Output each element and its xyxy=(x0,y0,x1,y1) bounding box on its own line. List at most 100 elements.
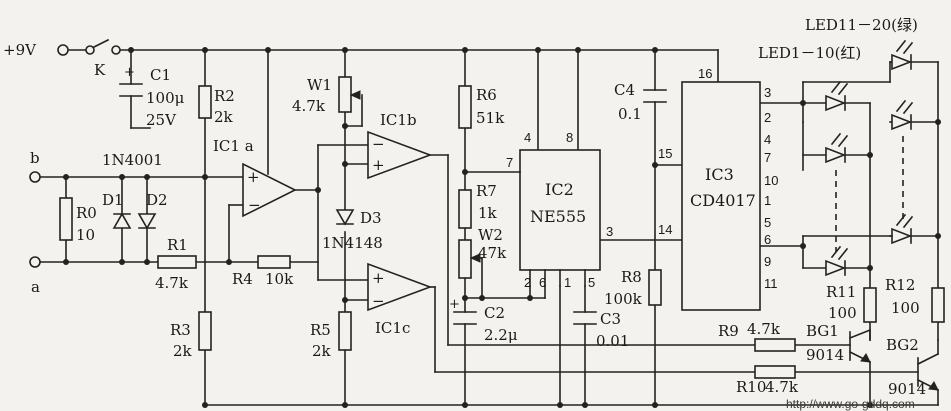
resistor-r3 xyxy=(198,311,212,351)
r9-value: 4.7k xyxy=(747,320,781,338)
r6-label: R6 xyxy=(476,86,497,104)
input-a-label: a xyxy=(31,278,40,296)
r10-value: 4.7k xyxy=(765,378,799,396)
resistor-r8 xyxy=(648,269,662,306)
c1-value: 100μ xyxy=(146,89,185,107)
led-red-10 xyxy=(825,245,849,277)
resistor-w2 xyxy=(458,239,472,279)
r11-label: R11 xyxy=(826,283,856,301)
d2-label: D2 xyxy=(146,191,168,209)
ic3-out-pin: 9 xyxy=(764,254,771,269)
r3-label: R3 xyxy=(170,321,191,339)
ic1c-plus: + xyxy=(372,269,385,287)
resistor-r4 xyxy=(257,255,291,269)
r4-value: 10k xyxy=(265,270,294,288)
r3-value: 2k xyxy=(173,342,193,360)
ic2-type: NE555 xyxy=(530,207,586,226)
input-b-label: b xyxy=(30,149,40,167)
bg2-type: 9014 xyxy=(888,380,926,398)
c2-label: C2 xyxy=(484,304,505,322)
resistor-r1 xyxy=(157,255,197,269)
diode-d1 xyxy=(112,212,132,229)
ic1b-plus: + xyxy=(372,156,385,174)
r1-label: R1 xyxy=(167,236,188,254)
ic1c-minus: − xyxy=(372,292,385,310)
r0-label: R0 xyxy=(76,204,97,222)
ic2-label: IC2 xyxy=(545,180,574,199)
resistor-r10 xyxy=(754,365,796,379)
ic3-label: IC3 xyxy=(705,165,734,184)
c2-value: 2.2μ xyxy=(484,326,518,344)
ic3-out-pin: 1 xyxy=(764,193,771,208)
d3-type-label: 1N4148 xyxy=(322,234,383,252)
r12-label: R12 xyxy=(885,276,915,294)
led-red-1 xyxy=(825,80,849,112)
r12-value: 100 xyxy=(891,299,920,317)
led-green-12 xyxy=(891,99,914,131)
ic2-pin-5: 5 xyxy=(588,275,595,290)
r8-label: R8 xyxy=(621,268,642,286)
resistor-bodies xyxy=(59,76,945,379)
ic1a-plus: + xyxy=(247,168,260,186)
resistor-r9 xyxy=(754,338,796,352)
bg1-emitter-arrow xyxy=(860,353,871,363)
r7-label: R7 xyxy=(476,182,497,200)
resistor-w1 xyxy=(338,76,352,113)
bg1-type: 9014 xyxy=(806,346,844,364)
ic1a-minus: − xyxy=(248,196,261,214)
led-red-2 xyxy=(825,132,849,164)
opamp-ic1a xyxy=(242,162,297,218)
resistor-r11 xyxy=(863,287,877,323)
ic2-pin-2: 2 xyxy=(524,275,531,290)
resistor-r0 xyxy=(59,197,73,241)
switch-label: K xyxy=(94,61,106,79)
d1-label: D1 xyxy=(102,191,124,209)
resistor-r5 xyxy=(338,311,352,351)
diode-d2 xyxy=(137,213,157,230)
r9-label: R9 xyxy=(718,322,739,340)
input-terminal-b xyxy=(29,171,41,183)
input-terminal-a xyxy=(29,256,41,268)
led-green-label: LED11－20(绿) xyxy=(805,16,918,34)
d1-type-label: 1N4001 xyxy=(102,151,163,169)
led-green-11 xyxy=(891,39,914,71)
opamp-ic1c xyxy=(367,262,433,312)
led-red-label: LED1－10(红) xyxy=(758,44,861,62)
watermark-url: http://www.go-gddq.com xyxy=(786,397,915,411)
r1-value: 4.7k xyxy=(155,274,189,292)
w2-label: W2 xyxy=(478,226,503,244)
r6-value: 51k xyxy=(476,109,505,127)
switch-contact-left xyxy=(85,45,95,55)
c3-label: C3 xyxy=(600,310,621,328)
c1-plus-mark: + xyxy=(124,65,135,80)
c1-label: C1 xyxy=(150,66,171,84)
ic3-out-pin: 11 xyxy=(764,276,778,291)
ic3-cd4017-body xyxy=(681,81,761,311)
c1-voltage: 25V xyxy=(146,111,177,129)
c4-value: 0.1 xyxy=(618,105,642,123)
r11-value: 100 xyxy=(828,304,857,322)
bg2-label: BG2 xyxy=(886,336,919,354)
ic3-pin-14: 14 xyxy=(658,222,672,237)
ic3-type: CD4017 xyxy=(690,191,756,210)
ic3-out-pin: 3 xyxy=(764,85,771,100)
ic3-pin-16: 16 xyxy=(698,66,712,81)
ic3-out-pin: 6 xyxy=(764,232,771,247)
r2-value: 2k xyxy=(214,108,234,126)
ic2-pin-3: 3 xyxy=(606,224,613,239)
ic3-out-pin: 2 xyxy=(764,110,771,125)
r5-value: 2k xyxy=(312,342,332,360)
r4-label: R4 xyxy=(232,270,253,288)
w1-label: W1 xyxy=(307,76,332,94)
r8-value: 100k xyxy=(604,290,643,308)
bg1-label: BG1 xyxy=(806,322,839,340)
resistor-r6 xyxy=(458,85,472,129)
wiring xyxy=(34,38,940,406)
ic2-pin-4: 4 xyxy=(524,130,531,145)
r10-label: R10 xyxy=(736,378,766,396)
bg2-emitter-arrow xyxy=(928,381,939,391)
ic1c-label: IC1c xyxy=(375,319,410,337)
c4-label: C4 xyxy=(614,81,635,99)
w1-value: 4.7k xyxy=(292,97,326,115)
